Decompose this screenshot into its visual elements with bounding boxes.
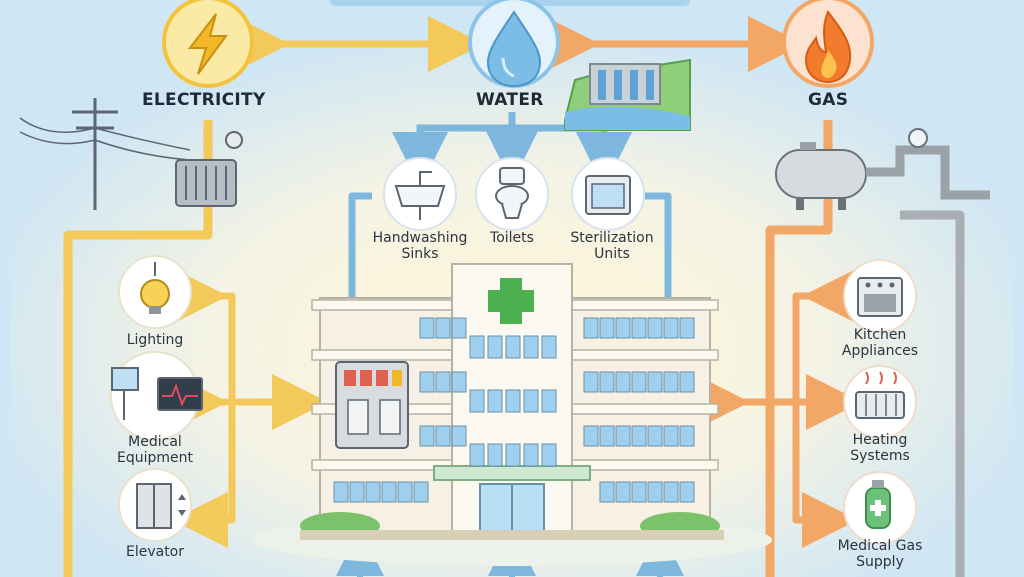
building-window xyxy=(505,443,521,467)
building-window xyxy=(679,317,695,339)
building-window xyxy=(541,443,557,467)
power-pole-icon xyxy=(19,98,191,210)
transformer-icon xyxy=(175,131,243,207)
building-window xyxy=(599,317,615,339)
building-window xyxy=(523,389,539,413)
building-window xyxy=(397,481,413,503)
building-window xyxy=(451,371,467,393)
building-window xyxy=(435,425,451,447)
building-window xyxy=(541,335,557,359)
sterilizer-icon xyxy=(571,157,645,231)
water-to-sinks-arrow xyxy=(392,124,512,188)
toilets-label: Toilets xyxy=(490,230,534,246)
building-window xyxy=(451,317,467,339)
heating-systems-label: Heating Systems xyxy=(850,432,910,465)
building-window xyxy=(469,389,485,413)
building-window xyxy=(679,481,695,503)
lighting-label: Lighting xyxy=(126,332,184,348)
building-window xyxy=(419,425,435,447)
building-window xyxy=(333,481,349,503)
elevator-label: Elevator xyxy=(125,544,185,560)
hospital-building xyxy=(252,263,772,566)
building-window xyxy=(615,425,631,447)
building-window xyxy=(505,335,521,359)
gas-tank-icon xyxy=(775,128,990,210)
building-window xyxy=(381,481,397,503)
building-window xyxy=(451,425,467,447)
building-window xyxy=(599,481,615,503)
dam-icon xyxy=(564,58,691,131)
building-window xyxy=(487,335,503,359)
radiator-icon xyxy=(843,365,917,439)
building-window xyxy=(349,481,365,503)
building-window xyxy=(663,481,679,503)
building-window xyxy=(631,371,647,393)
lightning-icon xyxy=(162,0,254,88)
gas-pipe-line xyxy=(900,210,965,577)
building-window xyxy=(647,425,663,447)
building-window xyxy=(663,371,679,393)
toilet-icon xyxy=(475,157,549,231)
building-window xyxy=(615,481,631,503)
building-window xyxy=(679,371,695,393)
sterilization-units-label: Sterilization Units xyxy=(570,230,654,263)
building-window xyxy=(631,481,647,503)
building-window xyxy=(487,443,503,467)
building-window xyxy=(599,371,615,393)
building-window xyxy=(647,371,663,393)
building-window xyxy=(435,371,451,393)
electricity-label: ELECTRICITY xyxy=(142,90,266,110)
water-drop-icon xyxy=(468,0,560,88)
building-window xyxy=(647,481,663,503)
gas-cylinder-icon xyxy=(843,471,917,545)
building-window xyxy=(615,371,631,393)
building-window xyxy=(469,335,485,359)
building-window xyxy=(631,425,647,447)
gas-label: GAS xyxy=(808,90,849,110)
medical-equipment-label: Medical Equipment xyxy=(117,434,193,467)
water-label: WATER xyxy=(476,90,544,110)
building-window xyxy=(365,481,381,503)
handwashing-sinks-label: Handwashing Sinks xyxy=(372,230,468,263)
building-window xyxy=(523,443,539,467)
building-window xyxy=(469,443,485,467)
building-window xyxy=(583,371,599,393)
building-window xyxy=(583,317,599,339)
building-window xyxy=(523,335,539,359)
building-window xyxy=(541,389,557,413)
stove-icon xyxy=(843,259,917,333)
building-window xyxy=(419,317,435,339)
building-window xyxy=(663,425,679,447)
kitchen-appliances-label: Kitchen Appliances xyxy=(841,327,919,360)
building-window xyxy=(631,317,647,339)
building-window xyxy=(615,317,631,339)
building-window xyxy=(583,425,599,447)
sink-icon xyxy=(383,157,457,231)
building-window xyxy=(599,425,615,447)
light-bulb-icon xyxy=(118,255,192,329)
building-window xyxy=(413,481,429,503)
medical-gas-supply-label: Medical Gas Supply xyxy=(837,538,923,571)
building-window xyxy=(419,371,435,393)
building-window xyxy=(663,317,679,339)
building-window xyxy=(647,317,663,339)
monitor-icon xyxy=(110,351,203,441)
building-window xyxy=(435,317,451,339)
building-window xyxy=(505,389,521,413)
elevator-icon xyxy=(118,468,192,542)
building-window xyxy=(679,425,695,447)
building-window xyxy=(487,389,503,413)
flame-icon xyxy=(782,0,874,88)
